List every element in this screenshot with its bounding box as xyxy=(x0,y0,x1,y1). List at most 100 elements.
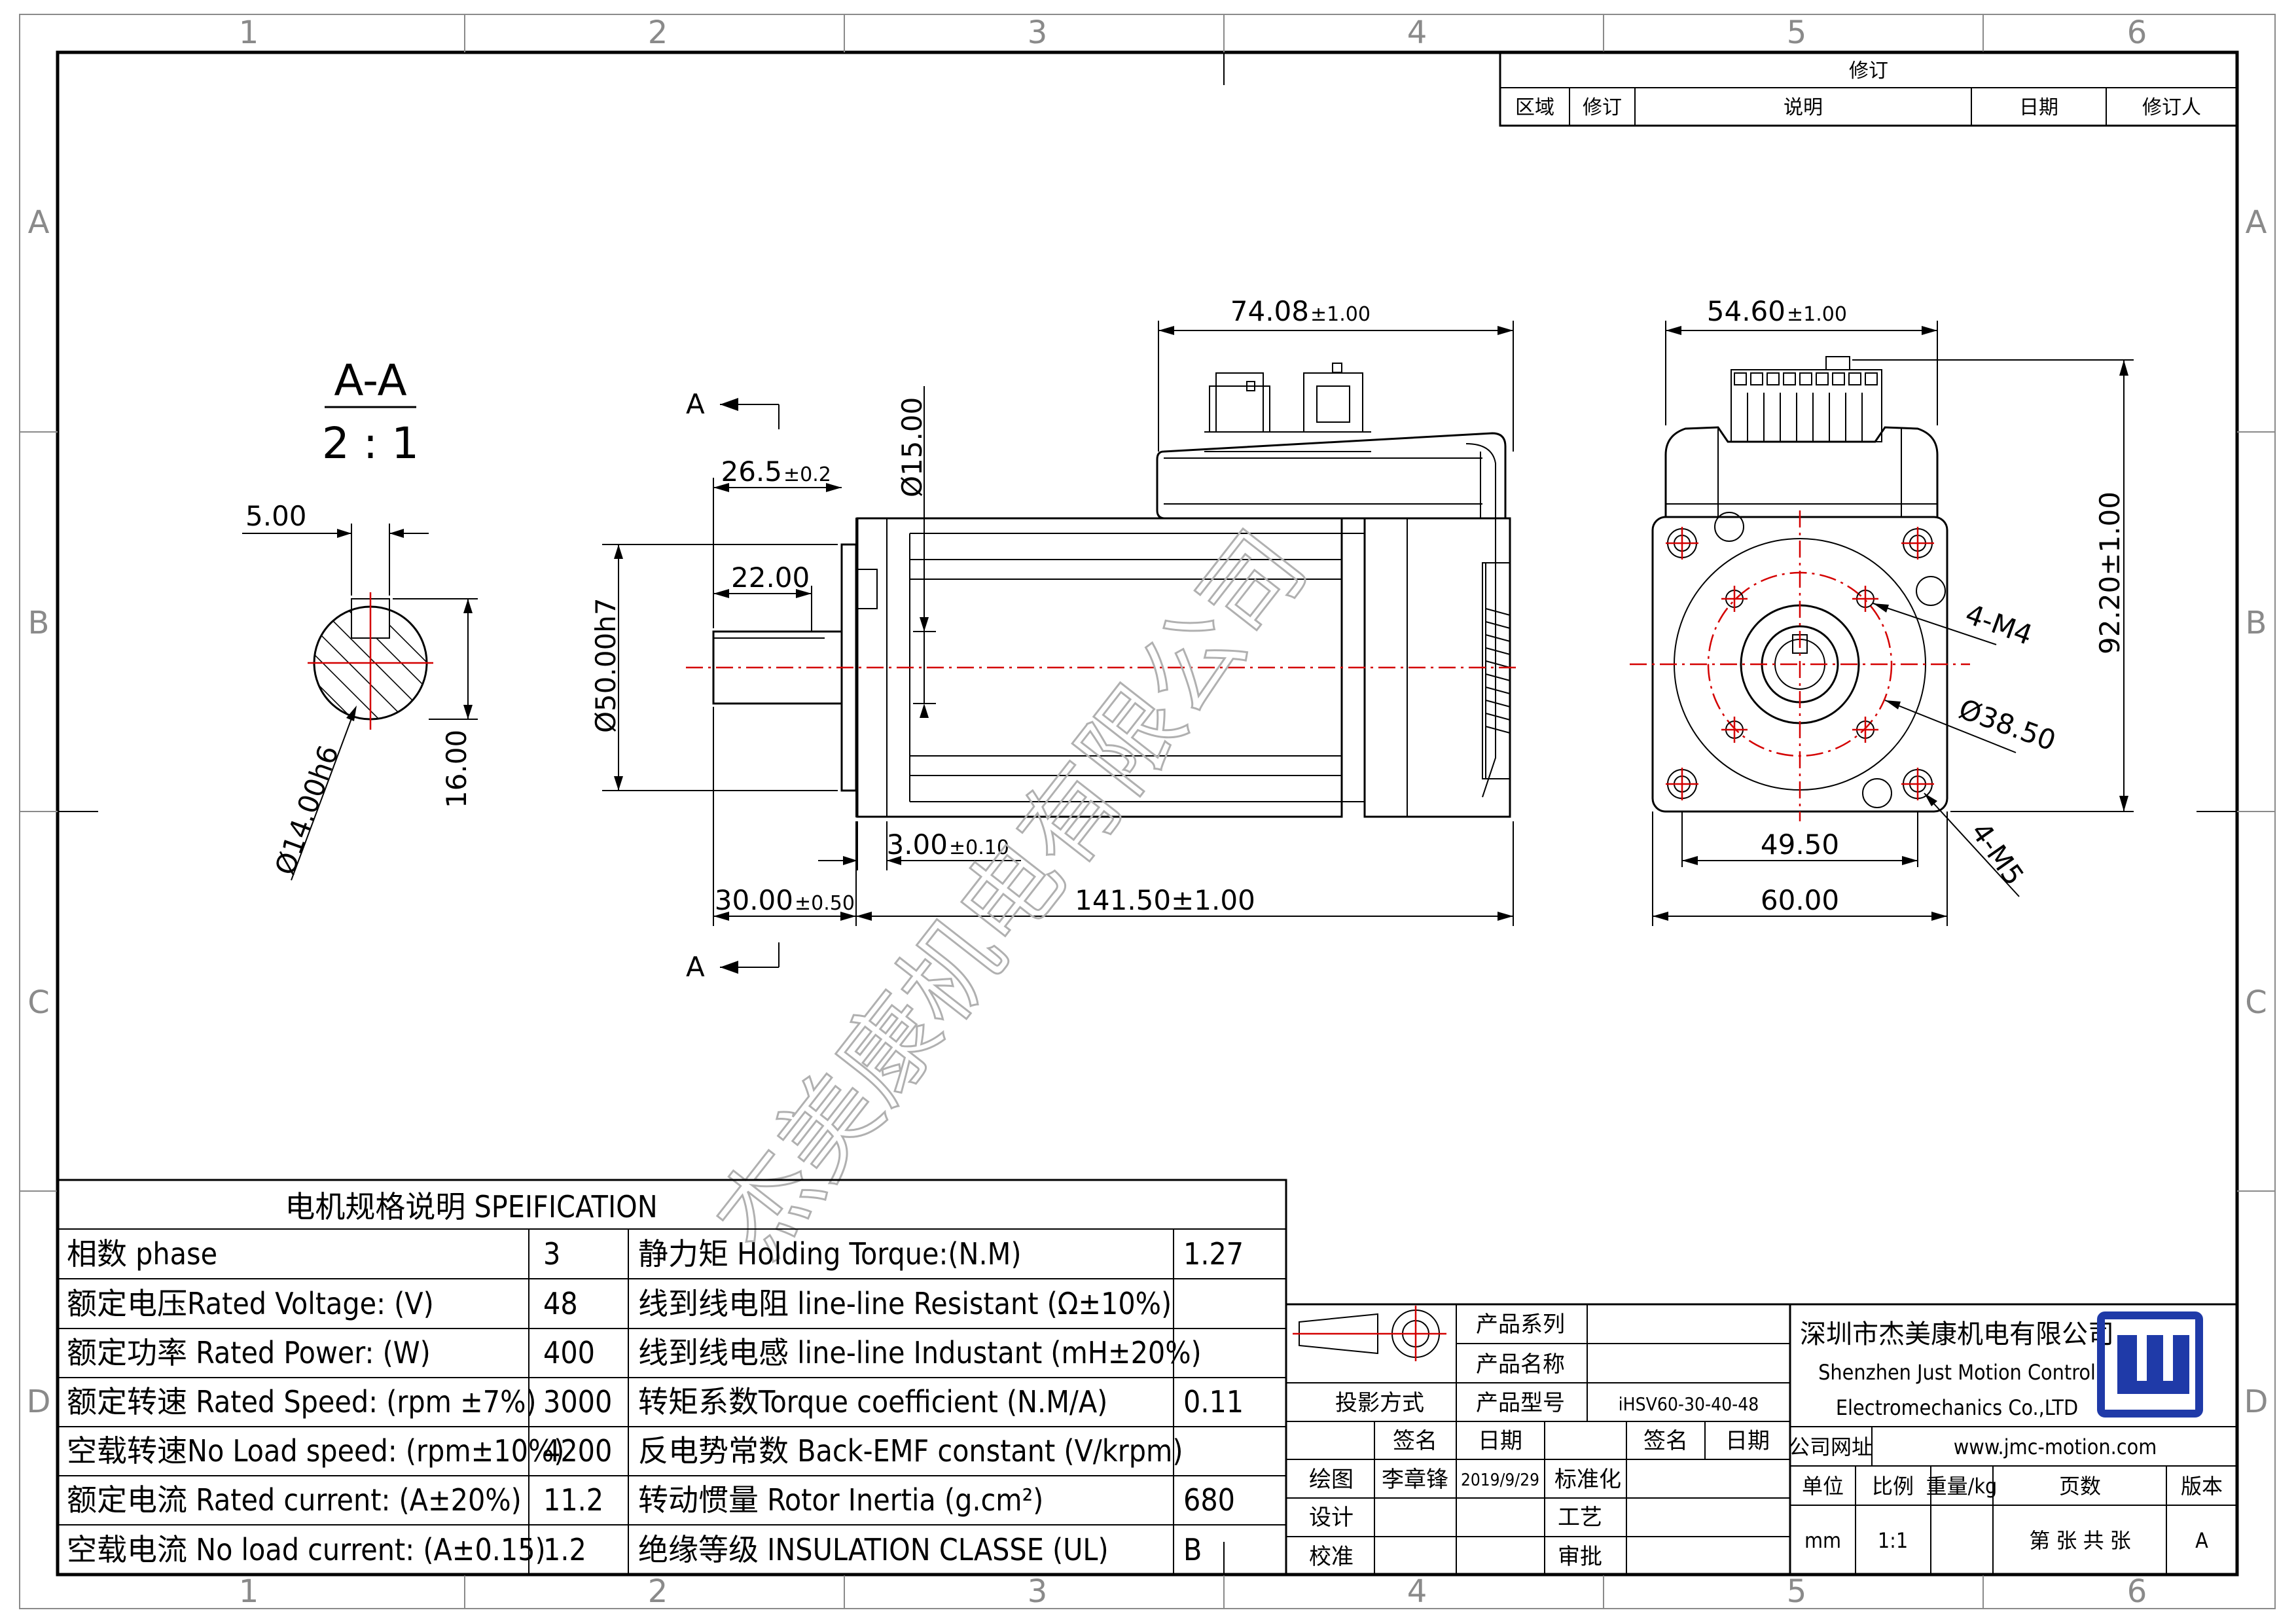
revision-table: 修订 区域 修订 说明 日期 修订人 xyxy=(1499,51,2238,127)
label-approve: 审批 xyxy=(1558,1544,1602,1570)
label-date: 日期 xyxy=(1478,1428,1522,1454)
side-view: A A xyxy=(590,295,1518,983)
revision-header-date: 日期 xyxy=(2019,96,2058,119)
dim-pilot-dia: Ø15.00 xyxy=(896,397,928,497)
ratio-value: 1:1 xyxy=(1878,1528,1908,1553)
label-unit: 单位 xyxy=(1802,1474,1844,1499)
spec-row-value: 3000 xyxy=(543,1384,612,1419)
section-scale: 2 : 1 xyxy=(322,418,419,469)
spec-table: 电机规格说明 SPEIFICATION 相数 phase 3 静力矩 Holdi… xyxy=(56,1179,1287,1576)
company-name-en-2: Electromechanics Co.,LTD xyxy=(1836,1395,2078,1420)
spec-row-value: 48 xyxy=(543,1286,578,1321)
revision-header-rev: 修订 xyxy=(1583,96,1622,119)
section-mark-top: A xyxy=(686,388,705,420)
dim-housing-width: 54.60 xyxy=(1707,295,1785,327)
drawer-name: 李章锋 xyxy=(1382,1467,1448,1493)
key-height-dim: 16.00 xyxy=(440,730,473,808)
dim-driver-length: 74.08 xyxy=(1230,295,1309,327)
grid-labels: 1 2 3 4 5 6 1 2 3 4 5 6 A B C D A B C D xyxy=(27,14,2269,1610)
spec-row-label: 空载转速No Load speed: (rpm±10%) xyxy=(67,1433,564,1469)
company-name-cn: 深圳市杰美康机电有限公司 xyxy=(1800,1319,2114,1349)
spec-row-label-right: 静力矩 Holding Torque:(N.M) xyxy=(638,1236,1022,1272)
shaft-dia-dim: Ø14.00h6 xyxy=(268,741,345,879)
version-value: A xyxy=(2195,1528,2208,1553)
grid-col-2-bottom: 2 xyxy=(648,1573,668,1610)
label-process: 工艺 xyxy=(1558,1505,1602,1531)
dim-flange-dia: Ø50.00h7 xyxy=(590,597,622,733)
spec-row-value-right: 0.11 xyxy=(1183,1384,1244,1419)
draw-date: 2019/9/29 xyxy=(1461,1471,1539,1490)
dim-body-length: 141.50±1.00 xyxy=(1075,884,1255,916)
dim-flange-width: 60.00 xyxy=(1761,884,1839,916)
spec-row-label: 额定电流 Rated current: (A±20%) xyxy=(67,1482,522,1518)
key-width-dim: 5.00 xyxy=(245,500,307,532)
spec-row-label: 空载电流 No load current: (A±0.15) xyxy=(67,1532,546,1567)
dim-total-height: 92.20±1.00 xyxy=(2094,491,2126,654)
grid-row-c-right: C xyxy=(2245,984,2267,1021)
grid-row-a-left: A xyxy=(28,204,50,241)
grid-col-3-top: 3 xyxy=(1028,14,1048,51)
grid-row-d-left: D xyxy=(27,1383,51,1420)
grid-row-b-left: B xyxy=(28,605,50,641)
label-product-series: 产品系列 xyxy=(1476,1311,1565,1338)
spec-row-value: 3 xyxy=(543,1236,560,1272)
company-logo-icon xyxy=(2097,1311,2203,1418)
spec-row-value: 400 xyxy=(543,1335,595,1370)
section-label: A-A xyxy=(334,355,406,406)
spec-row-label: 额定功率 Rated Power: (W) xyxy=(67,1335,431,1370)
revision-header-desc: 说明 xyxy=(1784,96,1823,119)
website: www.jmc-motion.com xyxy=(1954,1435,2157,1459)
spec-row-label-right: 线到线电感 line-line Industant (mH±20%) xyxy=(638,1335,1202,1370)
grid-col-1-bottom: 1 xyxy=(239,1573,259,1610)
revision-header-reviser: 修订人 xyxy=(2142,96,2201,119)
thread-m5-callout: 4-M5 xyxy=(1965,817,2030,891)
label-date-2: 日期 xyxy=(1725,1428,1770,1454)
spec-row-value: 1.2 xyxy=(543,1532,586,1567)
label-pages: 页数 xyxy=(2059,1474,2101,1499)
label-draw: 绘图 xyxy=(1309,1467,1354,1493)
grid-col-5-bottom: 5 xyxy=(1787,1573,1807,1610)
label-standard: 标准化 xyxy=(1554,1467,1621,1493)
spec-row-label: 额定电压Rated Voltage: (V) xyxy=(67,1286,434,1321)
grid-col-4-top: 4 xyxy=(1407,14,1427,51)
front-view: 54.60 ±1.00 92.20±1.00 4-M4 Ø38.50 4-M5 … xyxy=(1630,295,2134,926)
grid-col-3-bottom: 3 xyxy=(1028,1573,1048,1610)
section-mark-bottom: A xyxy=(686,951,705,983)
product-model: iHSV60-30-40-48 xyxy=(1619,1393,1759,1415)
company-name-en-1: Shenzhen Just Motion Control xyxy=(1818,1360,2096,1385)
dim-shaft-flat: 26.5 xyxy=(721,455,782,488)
grid-col-5-top: 5 xyxy=(1787,14,1807,51)
grid-col-6-bottom: 6 xyxy=(2127,1573,2147,1610)
dim-shaft-flat-tol: ±0.2 xyxy=(783,463,831,486)
dim-shaft-length-tol: ±0.50 xyxy=(795,892,855,915)
label-weight: 重量/kg xyxy=(1926,1474,1998,1499)
spec-row-value: 11.2 xyxy=(543,1482,603,1518)
label-product-name: 产品名称 xyxy=(1476,1351,1565,1378)
label-sign-2: 签名 xyxy=(1643,1428,1688,1454)
label-ratio: 比例 xyxy=(1872,1474,1914,1499)
revision-header-area: 区域 xyxy=(1515,96,1554,119)
thread-m4-callout: 4-M4 xyxy=(1962,597,2037,651)
spec-row-label: 额定转速 Rated Speed: (rpm ±7%) xyxy=(67,1384,537,1419)
unit-value: mm xyxy=(1804,1528,1841,1553)
title-block: 产品系列 产品名称 投影方式 产品型号 iHSV60-30-40-48 签名 日… xyxy=(1285,1303,2238,1576)
section-view: A-A 2 : 1 5.00 xyxy=(242,355,478,881)
revision-title: 修订 xyxy=(1849,60,1888,82)
spec-row-value-right: 1.27 xyxy=(1183,1236,1244,1272)
grid-col-4-bottom: 4 xyxy=(1407,1573,1427,1610)
dim-shaft-length: 30.00 xyxy=(715,884,793,916)
spec-row-label-right: 绝缘等级 INSULATION CLASSE (UL) xyxy=(638,1532,1109,1567)
dim-housing-width-tol: ±1.00 xyxy=(1787,303,1847,326)
dim-driver-length-tol: ±1.00 xyxy=(1310,303,1371,326)
spec-row-label-right: 线到线电阻 line-line Resistant (Ω±10%) xyxy=(638,1286,1172,1321)
grid-row-c-left: C xyxy=(27,984,50,1021)
grid-col-2-top: 2 xyxy=(648,14,668,51)
spec-title: 电机规格说明 SPEIFICATION xyxy=(285,1189,657,1224)
spec-row-value: 4200 xyxy=(543,1433,612,1469)
label-design: 设计 xyxy=(1309,1505,1354,1531)
grid-row-b-right: B xyxy=(2246,605,2267,641)
spec-row-label: 相数 phase xyxy=(67,1236,217,1272)
dim-hole-spacing: 49.50 xyxy=(1761,829,1839,861)
grid-row-a-right: A xyxy=(2246,204,2267,241)
